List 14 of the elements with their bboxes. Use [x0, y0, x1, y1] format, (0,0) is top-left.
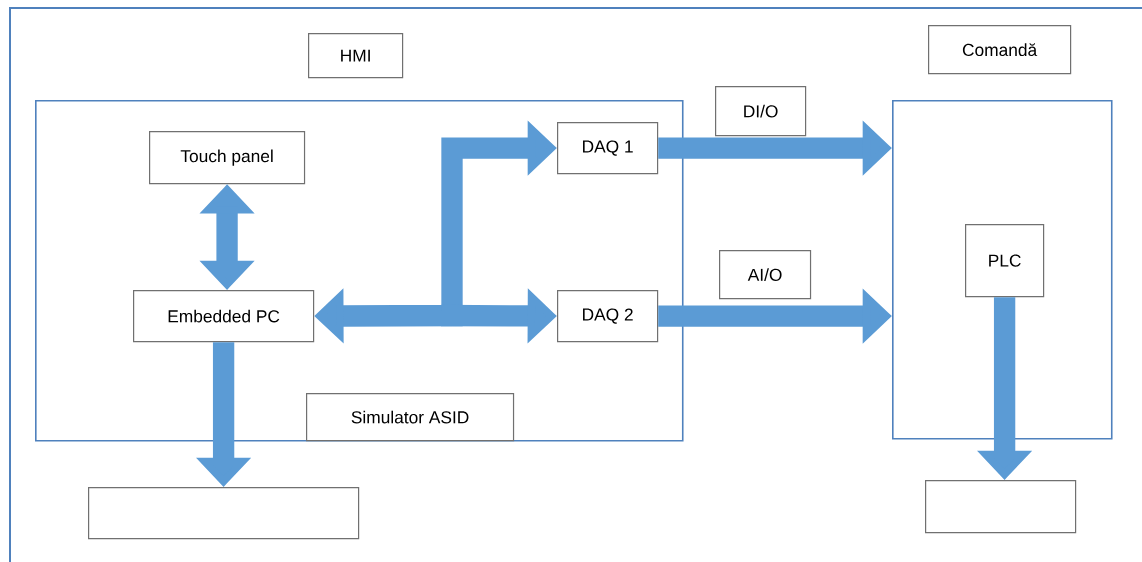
process-box: Touch panel — [149, 131, 306, 185]
label-box: Comandă — [928, 25, 1072, 75]
label-box: DI/O — [715, 86, 807, 137]
process-box: Embedded PC — [133, 290, 315, 343]
label-box: HMI — [308, 33, 404, 79]
label-box: AI/O — [719, 250, 812, 300]
process-box: PLC — [965, 224, 1045, 298]
group-box — [892, 100, 1113, 440]
process-box — [925, 480, 1077, 534]
process-box: DAQ 2 — [557, 290, 659, 343]
process-box: DAQ 1 — [557, 122, 659, 175]
label-box: Simulator ASID — [306, 393, 515, 442]
process-box — [88, 487, 360, 540]
group-box — [35, 100, 684, 442]
